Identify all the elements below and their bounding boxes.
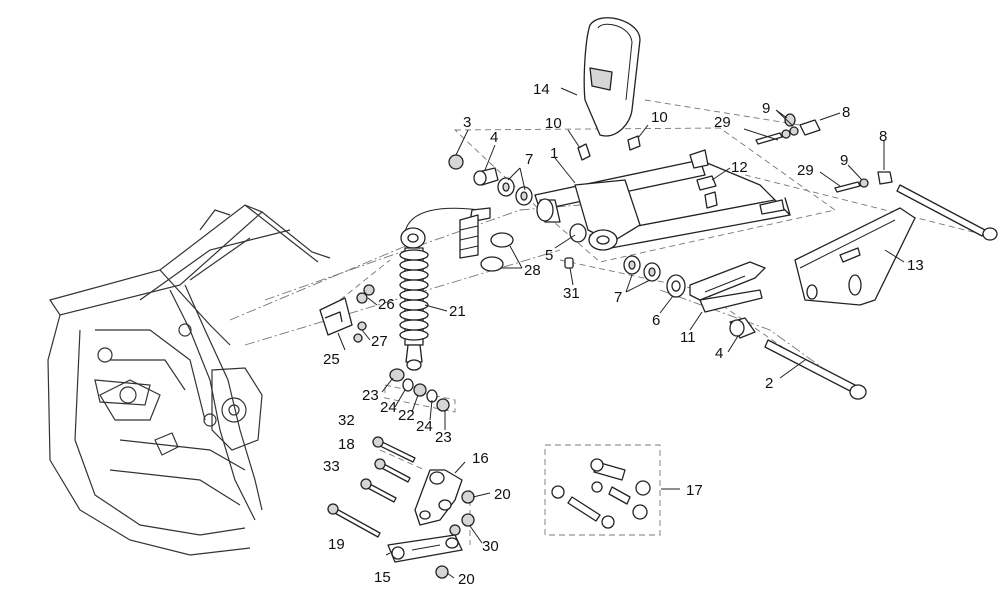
callout-1: 1 bbox=[550, 145, 558, 162]
callout-24: 24 bbox=[416, 418, 433, 435]
callout-11: 11 bbox=[680, 329, 696, 346]
spacer-lower bbox=[729, 317, 756, 339]
chain-guide bbox=[583, 17, 641, 137]
callout-6: 6 bbox=[652, 312, 660, 329]
callout-20: 20 bbox=[458, 571, 475, 588]
callout-3: 3 bbox=[463, 114, 471, 131]
callout-24: 24 bbox=[380, 399, 397, 416]
shock-absorber bbox=[399, 207, 481, 371]
callout-30: 30 bbox=[482, 538, 499, 555]
bracket bbox=[319, 284, 375, 343]
clip-right bbox=[627, 135, 641, 151]
callout-32: 32 bbox=[338, 412, 355, 429]
callout-33: 33 bbox=[323, 458, 340, 475]
callout-23: 23 bbox=[362, 387, 379, 404]
spacer-upper bbox=[473, 167, 499, 186]
callout-10: 10 bbox=[545, 115, 562, 132]
callout-29: 29 bbox=[797, 162, 814, 179]
callout-4: 4 bbox=[490, 129, 498, 146]
bearings-upper bbox=[497, 177, 561, 223]
callout-17: 17 bbox=[686, 482, 703, 499]
callout-10: 10 bbox=[651, 109, 668, 126]
washer-hole bbox=[671, 280, 681, 292]
leader-lines bbox=[337, 87, 905, 579]
callout-27: 27 bbox=[371, 333, 388, 350]
swingarm bbox=[534, 149, 791, 251]
nut-3 bbox=[448, 154, 464, 170]
callout-28: 28 bbox=[524, 262, 541, 279]
linkage-rocker bbox=[414, 469, 463, 526]
linkage-nuts bbox=[435, 490, 475, 579]
shock-reservoir bbox=[459, 207, 514, 272]
callout-21: 21 bbox=[449, 303, 466, 320]
motorcycle-frame bbox=[47, 204, 331, 556]
callout-5: 5 bbox=[545, 247, 553, 264]
axle bbox=[764, 339, 867, 400]
callout-labels: 1 2 3 4 4 5 6 7 7 8 8 9 9 10 10 11 12 13… bbox=[323, 81, 924, 588]
callout-8: 8 bbox=[879, 128, 887, 145]
callout-15: 15 bbox=[374, 569, 391, 586]
callout-29: 29 bbox=[714, 114, 731, 131]
callout-19: 19 bbox=[328, 536, 345, 553]
callout-18: 18 bbox=[338, 436, 355, 453]
callout-7: 7 bbox=[525, 151, 533, 168]
linkage-dogbone bbox=[387, 534, 463, 563]
callout-26: 26 bbox=[378, 296, 395, 313]
callout-22: 22 bbox=[398, 407, 415, 424]
callout-2: 2 bbox=[765, 375, 773, 392]
callout-9: 9 bbox=[840, 152, 848, 169]
pin bbox=[564, 257, 574, 269]
callout-20: 20 bbox=[494, 486, 511, 503]
callout-7: 7 bbox=[614, 289, 622, 306]
bushing-kit bbox=[544, 444, 661, 536]
linkage-bolts bbox=[327, 436, 416, 538]
clip-left bbox=[577, 143, 591, 161]
callout-13: 13 bbox=[907, 257, 924, 274]
chain-slider bbox=[689, 261, 766, 313]
callout-16: 16 bbox=[472, 450, 489, 467]
chain-guard bbox=[794, 207, 916, 306]
callout-23: 23 bbox=[435, 429, 452, 446]
callout-14: 14 bbox=[533, 81, 550, 98]
chain-adjusters bbox=[755, 113, 893, 193]
bolt-12 bbox=[696, 175, 717, 191]
callout-9: 9 bbox=[762, 100, 770, 117]
bearings-lower bbox=[623, 255, 661, 282]
washer-5 bbox=[569, 223, 587, 243]
swingarm-pivot-shaft bbox=[896, 184, 998, 241]
callout-4: 4 bbox=[715, 345, 723, 362]
callout-12: 12 bbox=[731, 159, 748, 176]
callout-8: 8 bbox=[842, 104, 850, 121]
callout-25: 25 bbox=[323, 351, 340, 368]
shock-lower-hardware bbox=[389, 368, 450, 412]
callout-31: 31 bbox=[563, 285, 580, 302]
